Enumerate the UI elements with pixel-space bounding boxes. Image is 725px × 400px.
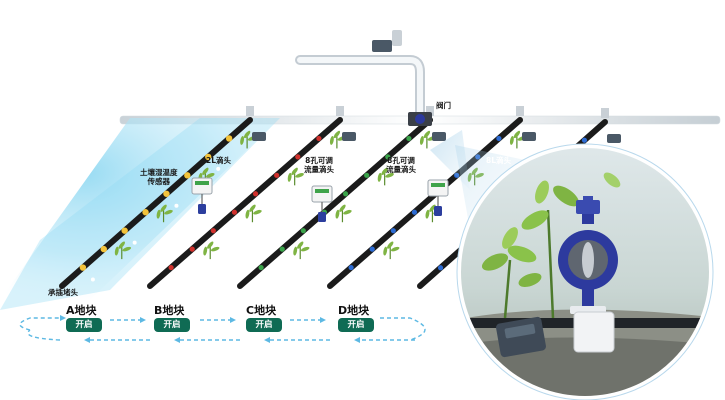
valve-closeup [456, 143, 714, 400]
end-plug-label: 承插堵头 [48, 288, 78, 297]
flow-arrows [19, 317, 426, 341]
sensor-label: 土壤湿温度 传感器 [140, 168, 178, 186]
plant-icon [293, 241, 310, 260]
dripper-icon [295, 154, 301, 160]
dripper-icon [225, 135, 233, 142]
wireless-valve-controller-icon [426, 106, 446, 141]
dripper-icon [390, 228, 396, 234]
wireless-valve-controller-icon [601, 108, 621, 143]
water-drop-icon [90, 277, 95, 282]
wireless-valve-controller-icon [516, 106, 536, 141]
dripper-icon [252, 191, 259, 197]
dripper-icon [300, 228, 306, 234]
dripper-icon [79, 264, 87, 271]
wireless-valve-controller-icon [496, 316, 546, 358]
riser-pipe [295, 55, 425, 123]
sensor-box-icon [427, 179, 449, 216]
plot-d-label: D地块 [338, 304, 370, 317]
dripper-icon [163, 190, 170, 197]
dripper-icon [364, 172, 370, 178]
dripper-icon [369, 246, 375, 252]
plant-icon [335, 204, 352, 223]
sensor-label-line2: 传感器 [147, 177, 171, 186]
dripper-icon [100, 245, 107, 253]
dripper-2l-label: 2L滴头 [206, 156, 231, 165]
plot-a-open-button[interactable]: 开启 [66, 318, 102, 332]
plant-icon [156, 204, 173, 223]
dripper-icon [348, 264, 354, 271]
dripper-8hole-label-1-line1: 8孔可调 [305, 156, 333, 165]
dripper-icon [316, 135, 322, 142]
plot-c-open-button[interactable]: 开启 [246, 318, 282, 332]
plant-icon [419, 130, 437, 149]
dripper-8hole-label-2-line2: 流量滴头 [386, 165, 416, 174]
drip-line-d [327, 117, 523, 289]
plant-icon [245, 204, 262, 223]
plot-d-open-button[interactable]: 开启 [338, 318, 374, 332]
active-zone-glow [0, 118, 280, 300]
plant-icon [114, 241, 132, 260]
dripper-icon [184, 172, 191, 179]
dripper-icon [406, 135, 412, 142]
dripper-icon [279, 246, 285, 252]
dripper-8hole-label-2: 8孔可调 流量滴头 [386, 156, 416, 174]
dripper-icon [437, 265, 444, 271]
wireless-valve-controller-icon [246, 106, 266, 141]
dripper-icon [231, 209, 238, 215]
plant-icon [481, 172, 621, 319]
dripper-icon [581, 137, 588, 143]
drip-line-c [237, 117, 433, 289]
dripper-icon [258, 264, 264, 271]
water-drop-icon [174, 203, 179, 208]
drip-line-a [59, 117, 253, 289]
dripper-8hole-label-2-line1: 8孔可调 [387, 156, 415, 165]
arrow-heads [60, 315, 360, 343]
plant-icon [287, 167, 304, 186]
valve-controllers [246, 30, 621, 143]
plot-a-label: A地块 [66, 304, 97, 317]
sensor-box-icon [311, 185, 333, 222]
dripper-icon [121, 227, 128, 234]
plant-icon [203, 241, 220, 260]
dripper-8hole-label-1-line2: 流量滴头 [304, 165, 334, 174]
dripper-icon [274, 172, 280, 178]
plant-icon [383, 241, 400, 260]
plot-b-label: B地块 [154, 304, 185, 317]
dripper-icon [411, 209, 418, 215]
dripper-icon [205, 153, 212, 161]
dripper-icon [210, 228, 216, 234]
dripper-8l-label: 8L滴头 [486, 156, 511, 165]
plant-icon [377, 167, 394, 186]
main-valve [408, 112, 432, 126]
dripper-icon [385, 154, 391, 160]
sensor-box-icon [191, 177, 213, 214]
drip-line-b [147, 117, 343, 289]
dripper-icon [496, 135, 502, 142]
plot-c-label: C地块 [246, 304, 277, 317]
dripper-8hole-label-1: 8孔可调 流量滴头 [304, 156, 334, 174]
water-drop-icon [216, 166, 221, 171]
sensor-label-line1: 土壤湿温度 [140, 168, 178, 177]
dripper-icon [168, 264, 174, 271]
valve-label: 阀门 [436, 101, 451, 110]
dripper-icon [342, 191, 349, 197]
wireless-valve-controller-icon [336, 106, 356, 141]
dripper-icon [189, 246, 195, 252]
plot-b-open-button[interactable]: 开启 [154, 318, 190, 332]
wireless-valve-controller-icon [372, 30, 402, 52]
water-drop-icon [132, 240, 137, 245]
dripper-icon [142, 209, 149, 216]
butterfly-valve-icon [558, 196, 618, 353]
